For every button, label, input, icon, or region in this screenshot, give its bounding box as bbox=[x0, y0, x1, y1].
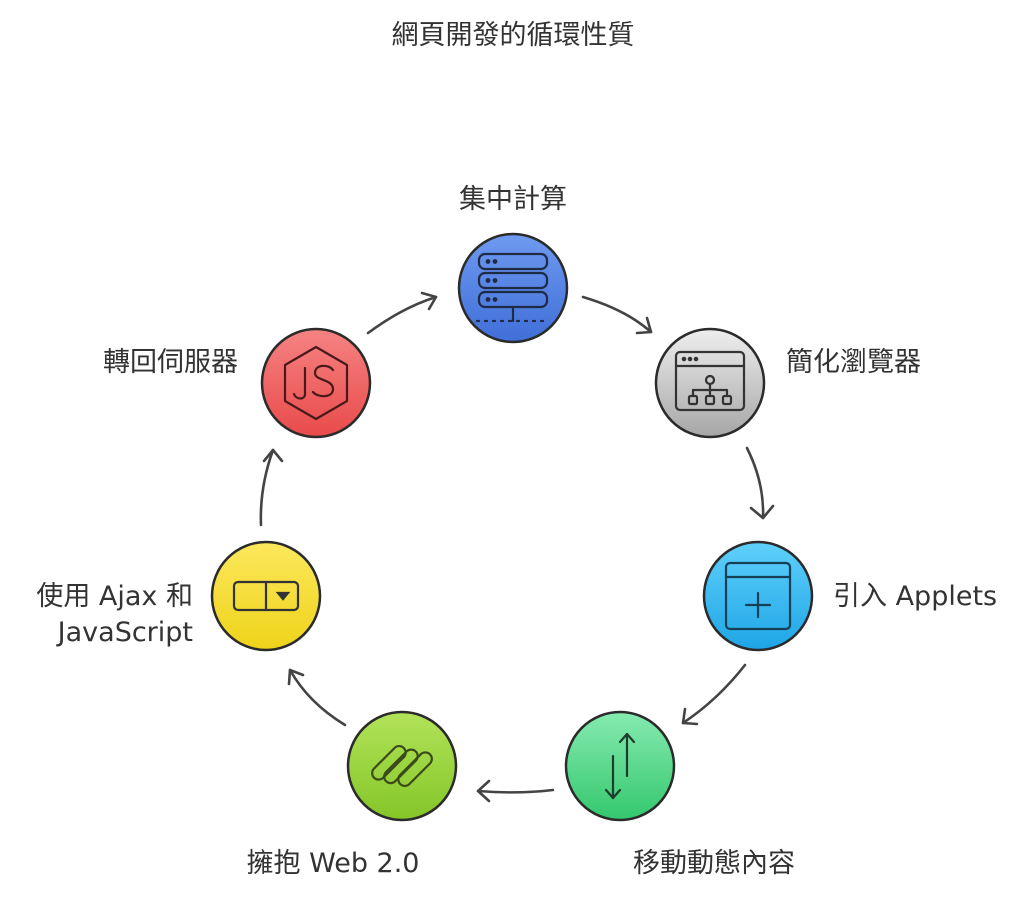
node-label-line-2: JavaScript bbox=[56, 617, 193, 648]
browser-sitemap-icon bbox=[674, 350, 746, 412]
nodejs-icon bbox=[283, 345, 349, 421]
node-server-side: 轉回伺服器 bbox=[103, 327, 372, 439]
server-icon bbox=[475, 252, 551, 323]
arrow-ajax-to-server-side bbox=[259, 448, 284, 527]
window-plus-icon bbox=[724, 561, 792, 631]
node-simplified-browser: 簡化瀏覽器 bbox=[654, 327, 921, 439]
node-label: 擁抱 Web 2.0 bbox=[247, 848, 420, 879]
node-label: 集中計算 bbox=[459, 184, 567, 215]
squarespace-icon bbox=[371, 744, 433, 788]
node-centralized: 集中計算 bbox=[457, 184, 569, 344]
node-ajax: 使用 Ajax 和 JavaScript bbox=[36, 540, 322, 652]
node-label: 簡化瀏覽器 bbox=[786, 347, 921, 378]
node-mobile-content: 移動動態內容 bbox=[564, 710, 795, 879]
node-label: 移動動態內容 bbox=[633, 848, 795, 879]
node-label-line-1: 使用 Ajax 和 bbox=[36, 581, 193, 612]
arrow-centralized-to-simplified-browser bbox=[581, 295, 653, 335]
arrow-applets-to-mobile-content bbox=[681, 663, 747, 726]
node-label: 轉回伺服器 bbox=[103, 347, 238, 378]
diagram-title: 網頁開發的循環性質 bbox=[391, 20, 635, 51]
node-web20: 擁抱 Web 2.0 bbox=[247, 710, 458, 879]
vertical-arrows-icon bbox=[604, 732, 636, 800]
node-label: 引入 Applets bbox=[833, 581, 997, 612]
dropdown-icon bbox=[232, 580, 300, 612]
arrow-mobile-content-to-web20 bbox=[476, 779, 555, 803]
arrow-server-side-to-centralized bbox=[366, 291, 438, 335]
arrow-simplified-browser-to-applets bbox=[745, 446, 775, 520]
arrow-web20-to-ajax bbox=[287, 668, 347, 727]
node-applets: 引入 Applets bbox=[702, 540, 997, 652]
